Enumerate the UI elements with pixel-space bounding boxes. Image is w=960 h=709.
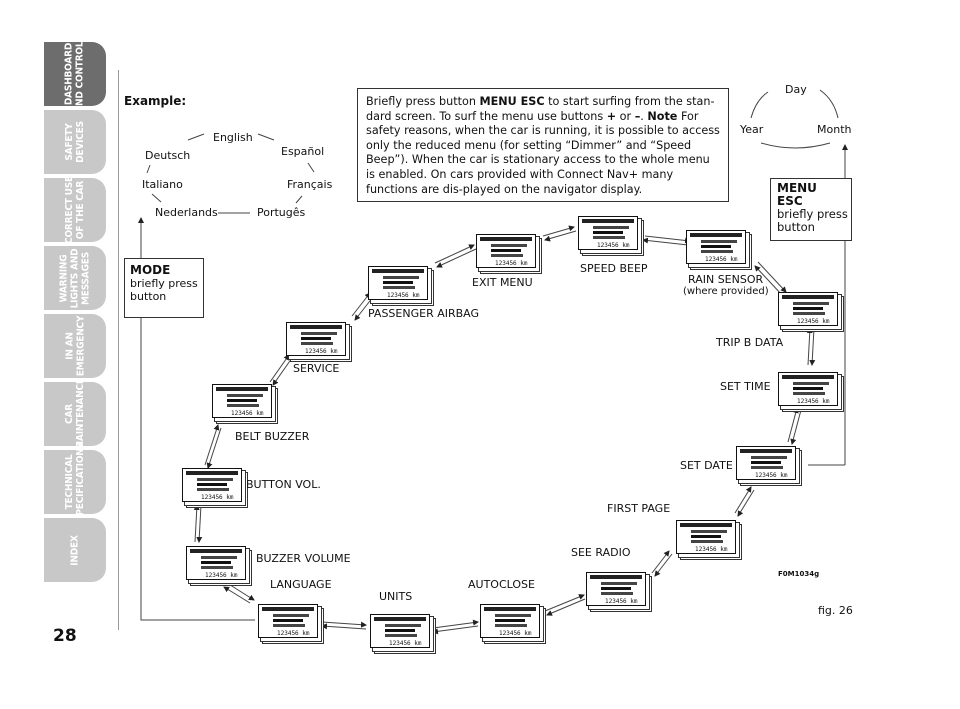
menu-display-screen: 123456 km <box>370 614 436 654</box>
lang-francais: Français <box>287 178 333 191</box>
menu-display-screen: 123456 km <box>778 372 844 412</box>
menu-display-screen: 123456 km <box>686 230 752 270</box>
label-autoclose: AUTOCLOSE <box>468 578 535 591</box>
menu-display-screen: 123456 km <box>578 216 644 256</box>
menu-display-screen: 123456 km <box>586 572 652 612</box>
odometer-text: 123456 km <box>495 260 528 267</box>
tab-car-maintenance[interactable]: CAR MAINTENANCE <box>44 378 106 450</box>
mode-title: MODE <box>130 263 171 277</box>
label-first-page: FIRST PAGE <box>607 502 671 515</box>
menu-display-screen: 123456 km <box>480 604 546 644</box>
info-menu-esc: MENU ESC <box>479 95 545 108</box>
cycle-year: Year <box>740 123 764 136</box>
odometer-text: 123456 km <box>755 472 788 479</box>
info-note: Note <box>647 109 678 123</box>
odometer-text: 123456 km <box>205 572 238 579</box>
menu-display-screen: 123456 km <box>676 520 742 560</box>
label-exit-menu: EXIT MENU <box>472 276 533 289</box>
info-minus: – <box>634 109 641 123</box>
label-trip-b: TRIP B DATA <box>716 336 784 349</box>
tab-index[interactable]: INDEX <box>44 518 106 582</box>
label-set-date: SET DATE <box>680 459 733 472</box>
tab-dashboard-controls[interactable]: DASHBOARD AND CONTROLS <box>44 35 106 113</box>
menu-display-screen: 123456 km <box>778 292 844 332</box>
lang-english: English <box>213 131 253 144</box>
label-rain-sensor: RAIN SENSOR <box>688 273 764 286</box>
label-rain-note: (where provided) <box>683 286 769 297</box>
odometer-text: 123456 km <box>387 292 420 299</box>
odometer-text: 123456 km <box>201 494 234 501</box>
odometer-text: 123456 km <box>695 546 728 553</box>
lang-espanol: Español <box>281 145 325 158</box>
menu-display-screen: 123456 km <box>368 266 434 306</box>
label-passenger-airbag: PASSENGER AIRBAG <box>368 307 480 320</box>
info-text-1: Briefly press button <box>366 95 480 108</box>
mode-text: briefly press button <box>130 277 198 303</box>
odometer-text: 123456 km <box>305 348 338 355</box>
info-text-3: For safety reasons, when the car is runn… <box>366 109 720 196</box>
figure-code: F0M1034g <box>778 570 820 578</box>
label-see-radio: SEE RADIO <box>571 546 631 559</box>
tab-emergency[interactable]: IN AN EMERGENCY <box>44 314 106 378</box>
label-units: UNITS <box>379 590 413 603</box>
odometer-text: 123456 km <box>499 630 532 637</box>
cycle-day: Day <box>785 83 807 96</box>
cycle-month: Month <box>817 123 852 136</box>
label-speed-beep: SPEED BEEP <box>580 262 648 275</box>
info-or: or <box>616 109 635 123</box>
odometer-text: 123456 km <box>597 242 630 249</box>
label-button-vol: BUTTON VOL. <box>246 478 321 491</box>
example-title: Example: <box>124 94 187 108</box>
menu-esc-title: MENU ESC <box>777 181 817 208</box>
label-language: LANGUAGE <box>270 578 332 591</box>
lang-deutsch: Deutsch <box>145 149 191 162</box>
odometer-text: 123456 km <box>389 640 422 647</box>
menu-display-screen: 123456 km <box>212 384 278 424</box>
odometer-text: 123456 km <box>231 410 264 417</box>
instructions-box: Briefly press button MENU ESC to start s… <box>357 88 729 202</box>
odometer-text: 123456 km <box>277 630 310 637</box>
menu-esc-callout: MENU ESC briefly press button <box>770 178 852 241</box>
label-set-time: SET TIME <box>720 380 771 393</box>
lang-italiano: Italiano <box>142 178 183 191</box>
page-number: 28 <box>53 626 77 646</box>
menu-display-screen: 123456 km <box>258 604 324 644</box>
mode-callout: MODE briefly press button <box>124 258 204 318</box>
figure-label: fig. 26 <box>818 604 853 617</box>
lang-portugues: Portugês <box>257 206 306 219</box>
tab-warning-lights[interactable]: WARNING LIGHTS AND MESSAGES <box>44 246 106 310</box>
odometer-text: 123456 km <box>605 598 638 605</box>
tab-safety-devices[interactable]: SAFETY DEVICES <box>44 110 106 174</box>
info-plus: + <box>606 109 617 123</box>
label-buzzer-volume: BUZZER VOLUME <box>256 552 351 565</box>
info-dot: . <box>640 109 648 123</box>
menu-display-screen: 123456 km <box>736 446 802 486</box>
label-belt-buzzer: BELT BUZZER <box>235 430 310 443</box>
divider <box>118 70 119 630</box>
menu-display-screen: 123456 km <box>476 234 542 274</box>
odometer-text: 123456 km <box>797 318 830 325</box>
tab-correct-use[interactable]: CORRECT USE OF THE CAR <box>44 176 106 244</box>
menu-display-screen: 123456 km <box>286 322 352 362</box>
tab-technical-specs[interactable]: TECHNICAL SPECIFICATIONS <box>44 442 106 522</box>
menu-display-screen: 123456 km <box>182 468 248 508</box>
odometer-text: 123456 km <box>797 398 830 405</box>
label-service: SERVICE <box>293 362 340 375</box>
menu-display-screen: 123456 km <box>186 546 252 586</box>
info-text-2: to start surfing from the stan-dard scre… <box>366 95 715 123</box>
lang-nederlands: Nederlands <box>155 206 218 219</box>
menu-esc-text: briefly press button <box>777 207 848 234</box>
odometer-text: 123456 km <box>705 256 738 263</box>
